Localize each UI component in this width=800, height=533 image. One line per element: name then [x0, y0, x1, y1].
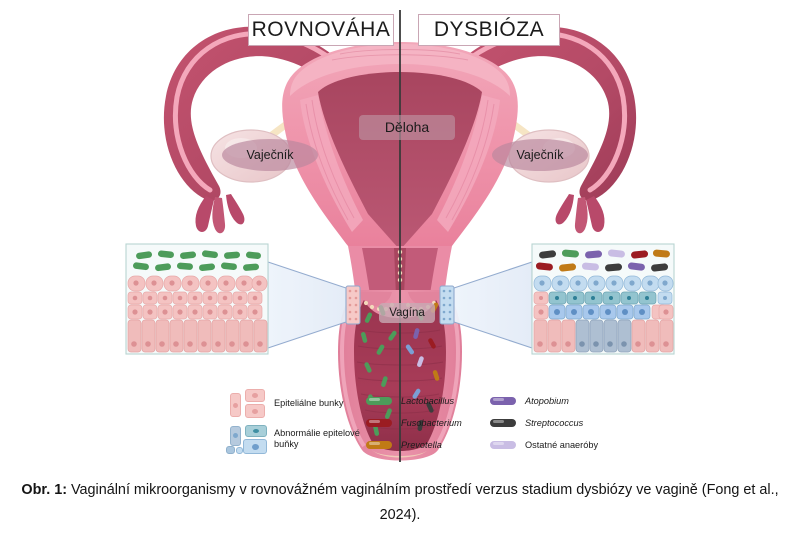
legend-item-abnormal-epithelial-cells: Abnormálie epitelové buňky — [226, 421, 360, 457]
anatomical-diagram: ROVNOVÁHA DYSBIÓZA Děloha Vaječník Vaječ… — [125, 10, 675, 467]
legend-label-streptococcus: Streptococcus — [525, 417, 584, 428]
legend-label-prevotella: Prevotella — [401, 439, 442, 450]
label-ovary-right: Vaječník — [492, 139, 588, 171]
streptococcus-icon — [490, 419, 516, 427]
legend-item-lactobacillus: Lactobacillus — [366, 390, 486, 412]
inset-panel-eubiosis — [125, 243, 269, 355]
lumen-bacteria-left — [361, 305, 397, 436]
legend-label-fusobacterium: Fusobacterium — [401, 417, 462, 428]
figure-caption: Obr. 1: Vaginální mikroorganismy v rovno… — [0, 478, 800, 528]
label-vagina: Vagína — [379, 303, 435, 323]
legend-label-epithelial-cells: Epiteliálne bunky — [274, 397, 344, 408]
diagram-svg — [125, 10, 675, 462]
sample-patch-right — [439, 285, 455, 325]
legend: Epiteliálne bunky Abnormálie epitelové b… — [226, 385, 630, 467]
magnifier-funnel-left — [267, 261, 347, 349]
legend-column-cells: Epiteliálne bunky Abnormálie epitelové b… — [226, 385, 360, 457]
legend-label-other-anaerobes: Ostatné anaeróby — [525, 439, 599, 450]
inset-panel-dysbiosis — [531, 243, 675, 355]
header-balance: ROVNOVÁHA — [248, 14, 394, 46]
legend-column-bacteria-1: Lactobacillus Fusobacterium Prevotella — [366, 385, 486, 456]
legend-item-other-anaerobes: Ostatné anaeróby — [490, 434, 630, 456]
magnifier-funnel-right — [453, 261, 533, 349]
label-ovary-left: Vaječník — [222, 139, 318, 171]
legend-column-bacteria-2: Atopobium Streptococcus Ostatné anaeróby — [490, 385, 630, 456]
epithelial-cells-icon — [228, 388, 274, 418]
caption-prefix: Obr. 1: — [21, 482, 67, 498]
header-dysbiosis: DYSBIÓZA — [418, 14, 560, 46]
legend-item-streptococcus: Streptococcus — [490, 412, 630, 434]
lactobacillus-icon — [366, 397, 392, 405]
legend-label-lactobacillus: Lactobacillus — [401, 395, 455, 406]
legend-item-atopobium: Atopobium — [490, 390, 630, 412]
label-uterus: Děloha — [359, 115, 455, 140]
caption-text: Vaginální mikroorganismy v rovnovážném v… — [67, 482, 779, 523]
sample-patch-left — [345, 285, 361, 325]
legend-item-prevotella: Prevotella — [366, 434, 486, 456]
legend-item-epithelial-cells: Epiteliálne bunky — [228, 385, 360, 421]
legend-label-abnormal-epithelial-cells: Abnormálie epitelové buňky — [274, 428, 360, 449]
abnormal-epithelial-cells-icon — [226, 424, 274, 454]
legend-item-fusobacterium: Fusobacterium — [366, 412, 486, 434]
atopobium-icon — [490, 397, 516, 405]
fusobacterium-icon — [366, 419, 392, 427]
other-anaerobes-icon — [490, 441, 516, 449]
prevotella-icon — [366, 441, 392, 449]
legend-label-atopobium: Atopobium — [525, 395, 569, 406]
